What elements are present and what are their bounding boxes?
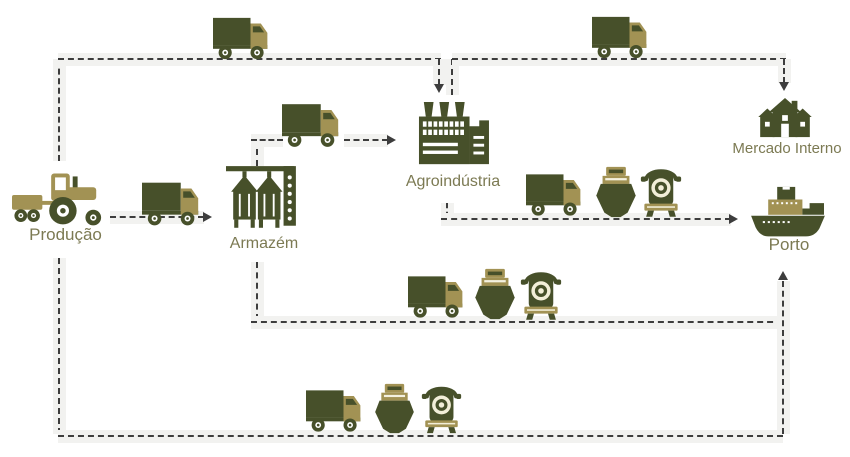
- train-icon: [640, 163, 682, 218]
- arrowhead-up-into-porto: [778, 271, 788, 280]
- train-icon: [421, 381, 462, 434]
- tractor-icon: [12, 165, 106, 229]
- node-label-producao: Produção: [29, 225, 102, 244]
- route-porto-up: [777, 281, 790, 434]
- truck-icon: [408, 274, 468, 320]
- truck-icon: [282, 102, 344, 149]
- grain-silo-icon: [226, 166, 300, 232]
- ship-icon: [373, 383, 416, 434]
- node-label-armazem: Armazém: [229, 235, 299, 252]
- node-label-porto: Porto: [768, 235, 810, 254]
- cargo-ship-icon: [749, 186, 827, 240]
- train-icon: [520, 266, 562, 321]
- house-icon: [758, 97, 812, 139]
- arrowhead-into-mercado-interno: [779, 82, 789, 91]
- arrowhead-into-porto: [729, 214, 738, 224]
- route-producao-porto: [58, 430, 783, 443]
- route-armazem-porto: [251, 316, 783, 329]
- truck-icon: [213, 16, 273, 61]
- route-agroindustria-porto: [441, 213, 731, 226]
- route-producao-agroindustria-down: [433, 59, 446, 85]
- route-producao-agroindustria-top: [58, 53, 441, 66]
- truck-icon: [142, 181, 204, 227]
- factory-icon: [415, 100, 491, 170]
- route-armazem-agroindustria-a: [251, 134, 283, 147]
- ship-icon: [473, 268, 517, 320]
- truck-icon: [526, 172, 586, 218]
- route-armazem-porto-down: [251, 262, 264, 320]
- truck-icon: [592, 15, 652, 60]
- route-producao-agroindustria-up: [53, 59, 66, 161]
- arrowhead-into-armazem: [203, 212, 212, 222]
- route-producao-porto-down: [53, 258, 66, 434]
- ship-icon: [594, 166, 638, 218]
- route-armazem-agroindustria-b: [344, 134, 388, 147]
- node-label-agroindustria: Agroindústria: [405, 173, 501, 190]
- route-agroindustria-mercado-top: [452, 53, 786, 66]
- node-label-mercado-interno: Mercado Interno: [732, 140, 842, 157]
- arrowhead-into-agroindustria: [434, 84, 444, 93]
- route-agroindustria-mercado-down: [778, 59, 791, 83]
- truck-icon: [306, 388, 366, 434]
- arrowhead-into-agroindustria-side: [387, 135, 396, 145]
- route-agroindustria-mercado-up: [446, 59, 459, 95]
